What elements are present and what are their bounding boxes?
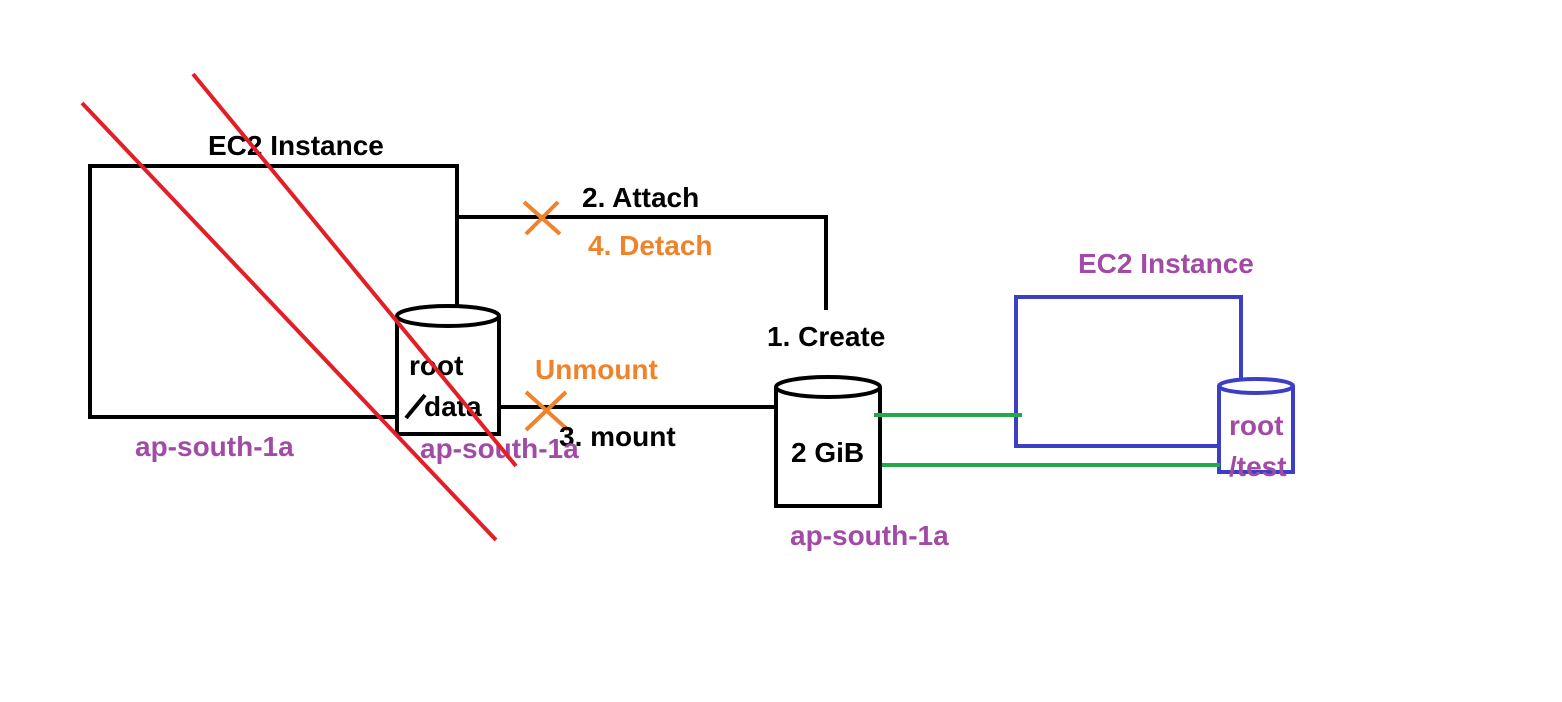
root-data-slash bbox=[404, 393, 427, 420]
unmount-cross-mark bbox=[524, 390, 570, 432]
left-volume-root-label: root bbox=[409, 350, 463, 381]
ebs-volume-zone: ap-south-1a bbox=[790, 520, 949, 551]
detach-step-label: 4. Detach bbox=[588, 230, 713, 261]
unmount-step-label: Unmount bbox=[535, 354, 658, 385]
ebs-volume-size: 2 GiB bbox=[791, 437, 864, 468]
create-step-label: 1. Create bbox=[767, 321, 885, 352]
left-instance-zone: ap-south-1a bbox=[135, 431, 294, 462]
right-instance-box bbox=[1014, 295, 1243, 448]
left-instance-title: EC2 Instance bbox=[208, 130, 384, 161]
attach-step-label: 2. Attach bbox=[582, 182, 699, 213]
left-root-volume bbox=[395, 304, 501, 436]
right-instance-title: EC2 Instance bbox=[1078, 248, 1254, 279]
detach-cross-mark bbox=[522, 200, 562, 236]
right-volume-root-label: root bbox=[1229, 410, 1283, 441]
attach-connector bbox=[455, 215, 828, 310]
right-root-volume bbox=[1217, 377, 1295, 474]
cross-out-stroke-1 bbox=[80, 101, 498, 542]
right-volume-test-label: /test bbox=[1229, 451, 1287, 482]
left-volume-data-label: data bbox=[424, 391, 482, 422]
cross-out-stroke-2 bbox=[191, 72, 518, 468]
mount-step-label: 3. mount bbox=[559, 421, 676, 452]
ebs-volume bbox=[774, 375, 882, 508]
